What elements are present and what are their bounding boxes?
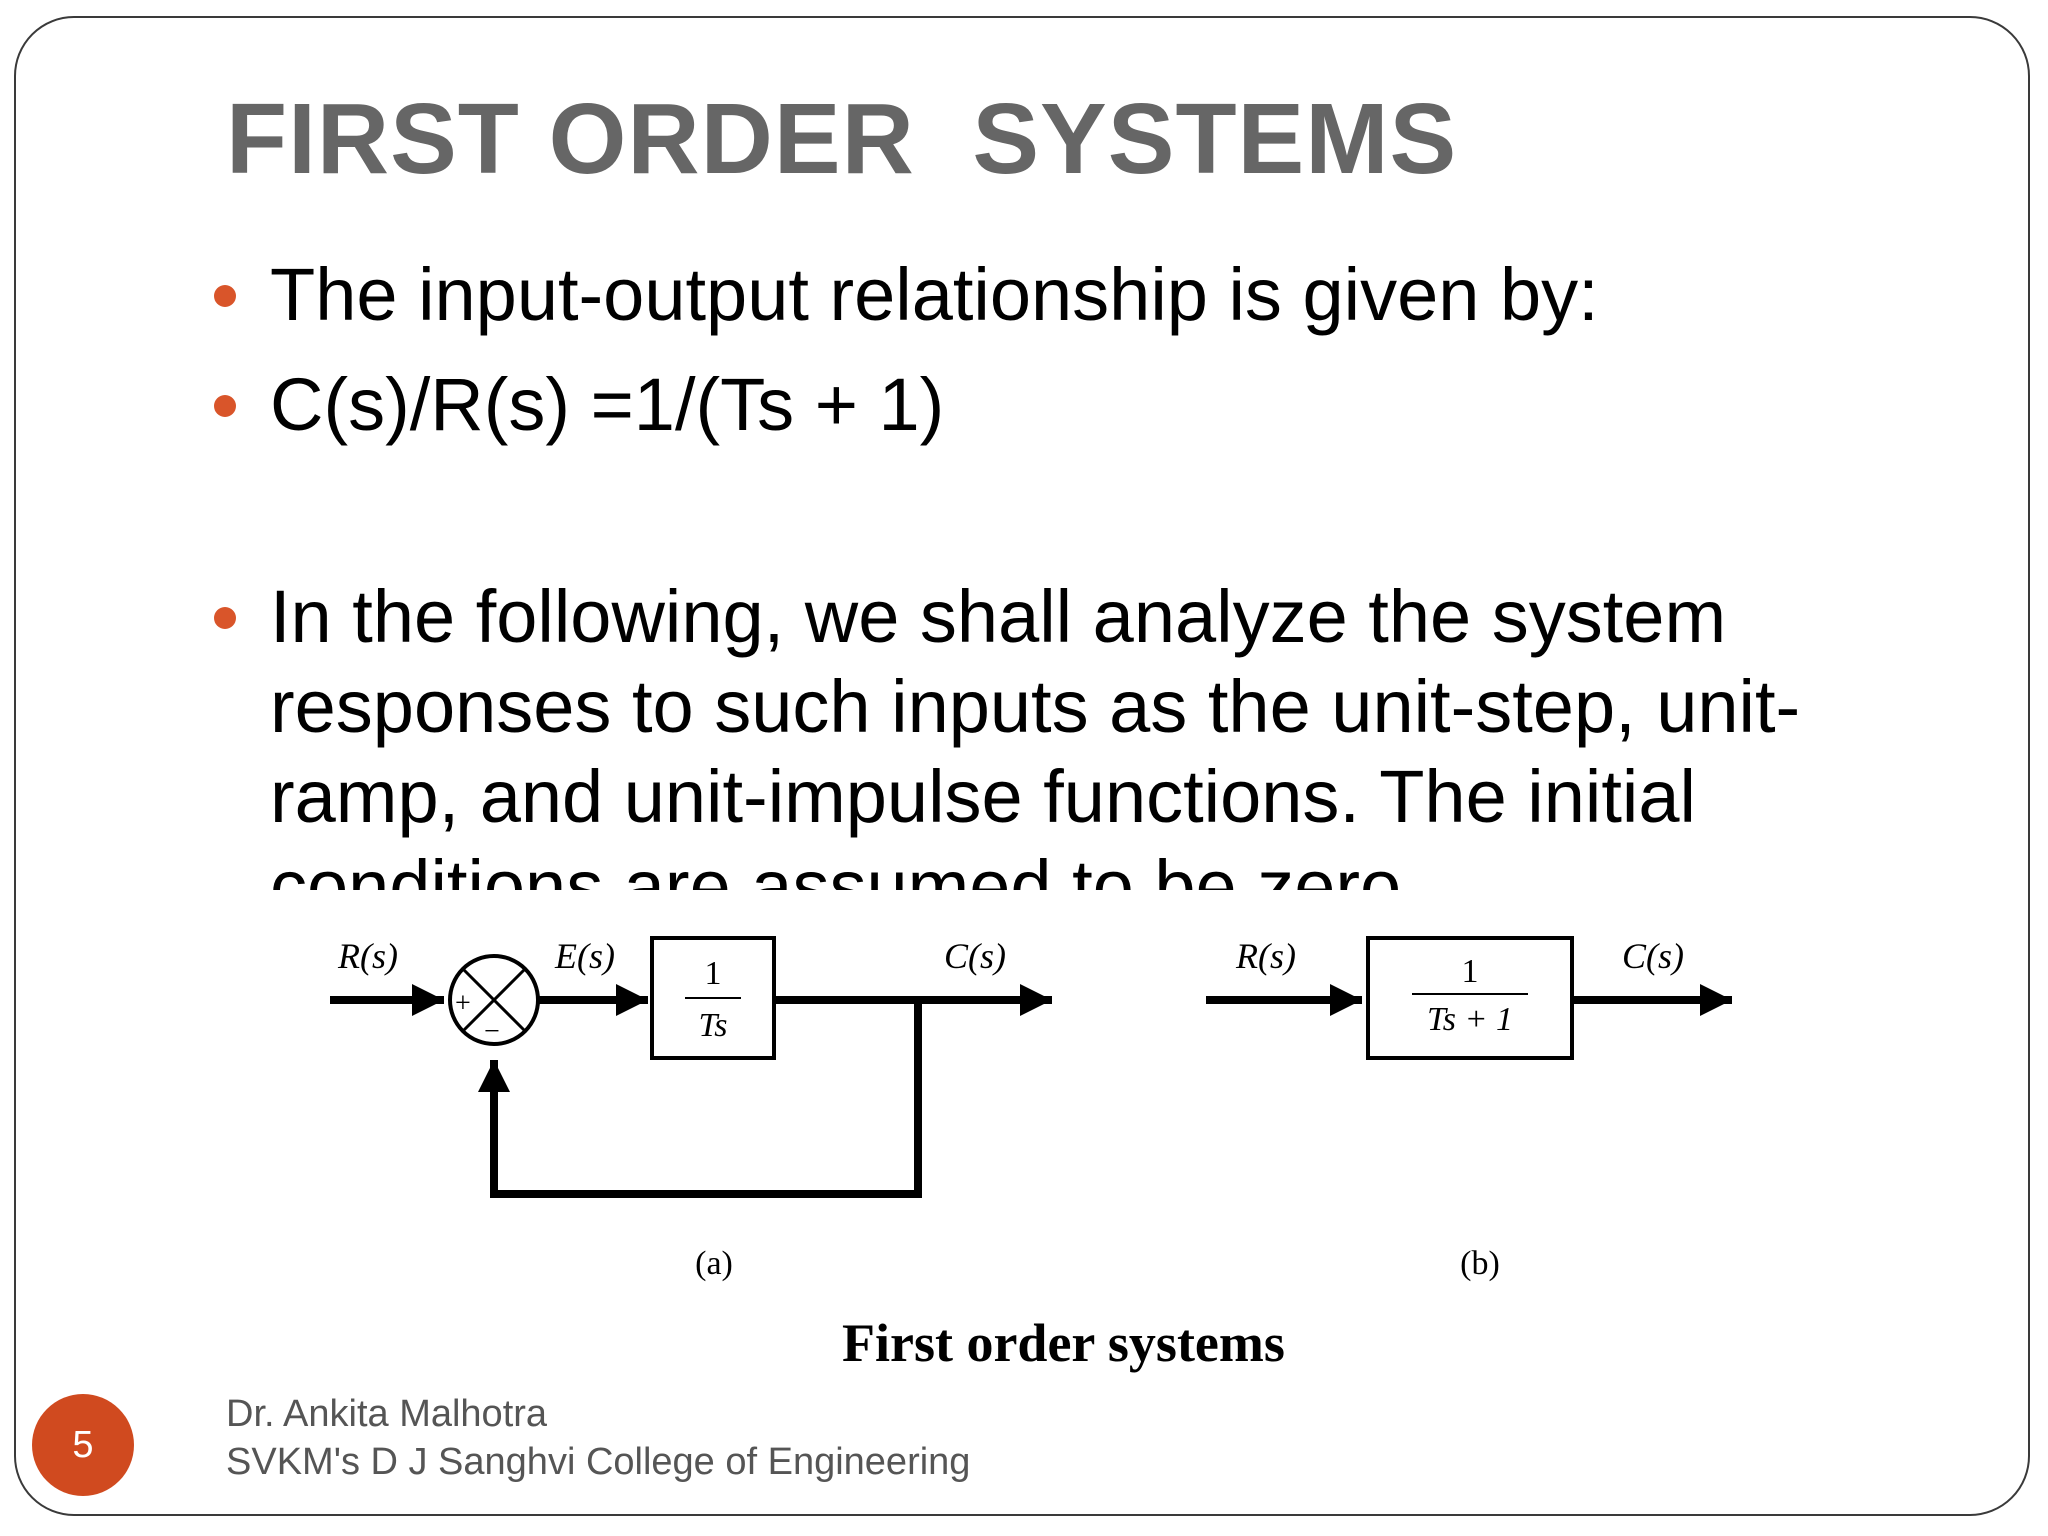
bullet-item: In the following, we shall analyze the s… xyxy=(210,572,1830,890)
slide-footer: Dr. Ankita Malhotra SVKM's D J Sanghvi C… xyxy=(226,1390,970,1486)
bullet-text: C(s)/R(s) =1/(Ts + 1) xyxy=(270,363,945,446)
bullet-item: C(s)/R(s) =1/(Ts + 1) xyxy=(210,360,1830,450)
bullet-dot-icon xyxy=(214,395,236,417)
slide-frame xyxy=(14,16,2030,1516)
slide-title: FIRST ORDER SYSTEMS xyxy=(226,83,1458,195)
diagram-b: R(s) 1 Ts + 1 C(s) (b) xyxy=(1206,936,1732,1282)
error-label: E(s) xyxy=(554,936,615,976)
minus-sign: − xyxy=(484,1016,500,1047)
bullet-text: The input-output relationship is given b… xyxy=(270,253,1599,336)
plus-sign: + xyxy=(455,988,471,1019)
bullet-dot-icon xyxy=(214,285,236,307)
output-label-a: C(s) xyxy=(944,936,1006,976)
feedback-path xyxy=(478,1000,922,1198)
block-b-denominator: Ts + 1 xyxy=(1427,1001,1513,1038)
summing-cross xyxy=(461,967,527,1033)
figure-caption: First order systems xyxy=(842,1313,1285,1373)
block-b-numerator: 1 xyxy=(1462,953,1479,990)
page-number-badge: 5 xyxy=(32,1394,134,1496)
block-a-denominator: Ts xyxy=(698,1007,727,1044)
diagram-a-label: (a) xyxy=(695,1245,733,1282)
input-label-b: R(s) xyxy=(1235,936,1296,976)
transfer-block-b xyxy=(1366,936,1574,1060)
diagram-b-label: (b) xyxy=(1460,1245,1500,1282)
input-label-a: R(s) xyxy=(337,936,398,976)
diagram-a: R(s) + − E(s) 1 Ts C(s) (a) xyxy=(330,936,1052,1282)
block-a-numerator: 1 xyxy=(705,955,722,992)
footer-institution: SVKM's D J Sanghvi College of Engineerin… xyxy=(226,1441,971,1483)
output-label-b: C(s) xyxy=(1622,936,1684,976)
bullet-dot-icon xyxy=(214,607,236,629)
bullet-item: The input-output relationship is given b… xyxy=(210,250,1830,340)
footer-author: Dr. Ankita Malhotra xyxy=(226,1393,548,1435)
bullet-list: The input-output relationship is given b… xyxy=(210,250,1850,890)
bullet-text: In the following, we shall analyze the s… xyxy=(270,575,1801,890)
